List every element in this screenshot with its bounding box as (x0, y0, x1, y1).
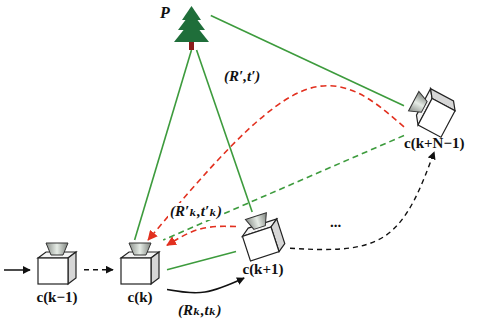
pose-connector (167, 252, 236, 270)
camera-label: c(k−1) (36, 288, 77, 306)
pose-connector (84, 269, 113, 270)
camera-symbol (407, 86, 461, 134)
camera-symbol (236, 212, 290, 260)
landmark-point: P (160, 4, 211, 50)
point-label: P (160, 4, 170, 22)
pose-connector (211, 16, 404, 106)
camera-node: c(k) (113, 240, 167, 306)
camera-node: c(k+N−1) (404, 86, 464, 152)
pose-connector (163, 136, 404, 241)
pose-label: (Rₖ,tₖ) (176, 302, 224, 319)
camera-node: c(k+1) (236, 212, 290, 278)
camera-label: c(k+N−1) (404, 134, 464, 152)
pose-label: (R′,t′) (222, 68, 262, 85)
pose-connector (167, 226, 236, 245)
ellipsis-label: ... (330, 214, 341, 231)
camera-label: c(k) (128, 288, 153, 306)
pose-label: (R′ₖ,t′ₖ) (168, 203, 224, 220)
camera-node: c(k−1) (30, 240, 84, 306)
pose-connector (290, 152, 434, 250)
incoming-arrow (4, 269, 30, 271)
tree-symbol (172, 4, 211, 50)
camera-symbol (30, 240, 84, 288)
pose-connector (148, 86, 404, 240)
camera-symbol (113, 240, 167, 288)
camera-label: c(k+1) (242, 260, 283, 278)
pose-connector (167, 278, 244, 293)
